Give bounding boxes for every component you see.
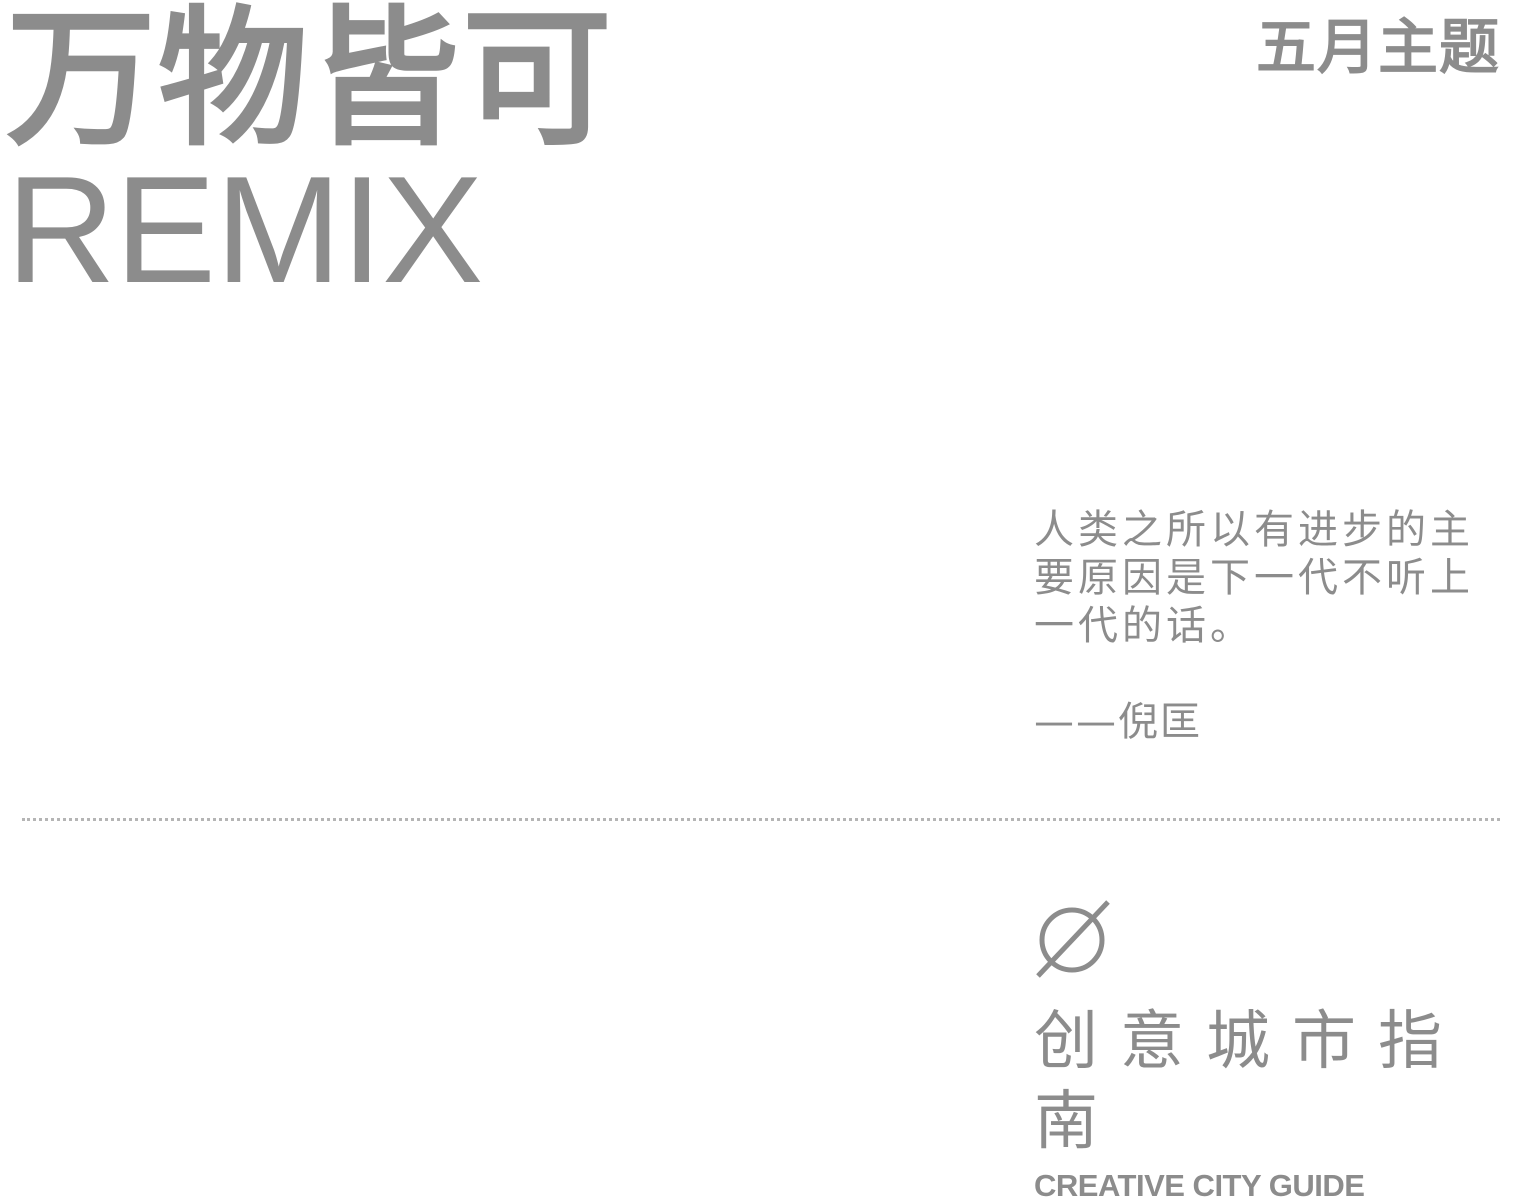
empty-set-icon <box>1036 900 1110 978</box>
headline: 万物皆可 REMIX <box>6 0 615 315</box>
quote-line-1: 人类之所以有进步的主 <box>1034 507 1474 553</box>
quote-author: ——倪匡 <box>1034 699 1202 745</box>
quote-line-3: 一代的话。 <box>1034 603 1254 649</box>
quote-block: 人类之所以有进步的主 要原因是下一代不听上 一代的话。 ——倪匡 <box>1034 506 1494 746</box>
headline-english: REMIX <box>6 145 483 315</box>
headline-chinese: 万物皆可 <box>6 0 615 167</box>
month-theme-label: 五月主题 <box>1256 13 1500 83</box>
brand-chinese-name: 创意城市指南 <box>1034 1005 1464 1159</box>
dotted-divider <box>22 818 1500 821</box>
quote-line-2: 要原因是下一代不听上 <box>1034 555 1474 601</box>
quote-text: 人类之所以有进步的主 要原因是下一代不听上 一代的话。 <box>1034 506 1494 650</box>
brand-english-name: CREATIVE CITY GUIDE <box>1034 1168 1365 1203</box>
brand-block: 创意城市指南 CREATIVE CITY GUIDE <box>1034 900 1520 1204</box>
